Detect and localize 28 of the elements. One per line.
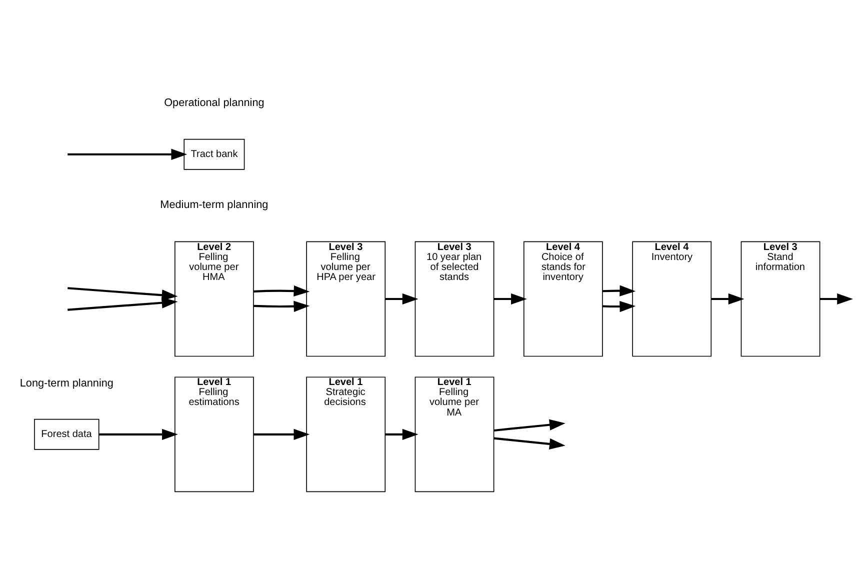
arrow [494, 419, 566, 432]
arrow [254, 428, 310, 440]
arrow [385, 428, 418, 440]
arrow [494, 437, 566, 450]
arrow [820, 293, 854, 305]
label: Operational planning [164, 97, 264, 110]
label: Medium-term planning [160, 199, 268, 212]
arrow [254, 285, 310, 297]
node-box: Level 4 Inventory [632, 241, 712, 357]
arrow [254, 300, 310, 312]
label: Long-term planning [20, 377, 114, 390]
arrow [494, 293, 527, 305]
arrow [99, 428, 178, 440]
arrow [385, 293, 418, 305]
node-box: Level 4 Choice of stands for inventory [523, 241, 603, 357]
node-box: Level 1 Felling estimations [174, 376, 254, 492]
arrow [602, 300, 636, 312]
arrow [68, 148, 188, 160]
node-box: Level 3 Felling volume per HPA per year [306, 241, 386, 357]
node-box: Tract bank [184, 138, 245, 170]
arrow [711, 293, 744, 305]
arrow [602, 285, 636, 296]
node-box: Level 1 Strategic decisions [306, 376, 386, 492]
node-box: Level 2 Felling volume per HMA [174, 241, 254, 357]
node-box: Forest data [34, 418, 100, 450]
node-box: Level 3 Stand information [740, 241, 820, 357]
node-box: Level 3 10 year plan of selected stands [414, 241, 494, 357]
node-box: Level 1 Felling volume per MA [414, 376, 494, 492]
